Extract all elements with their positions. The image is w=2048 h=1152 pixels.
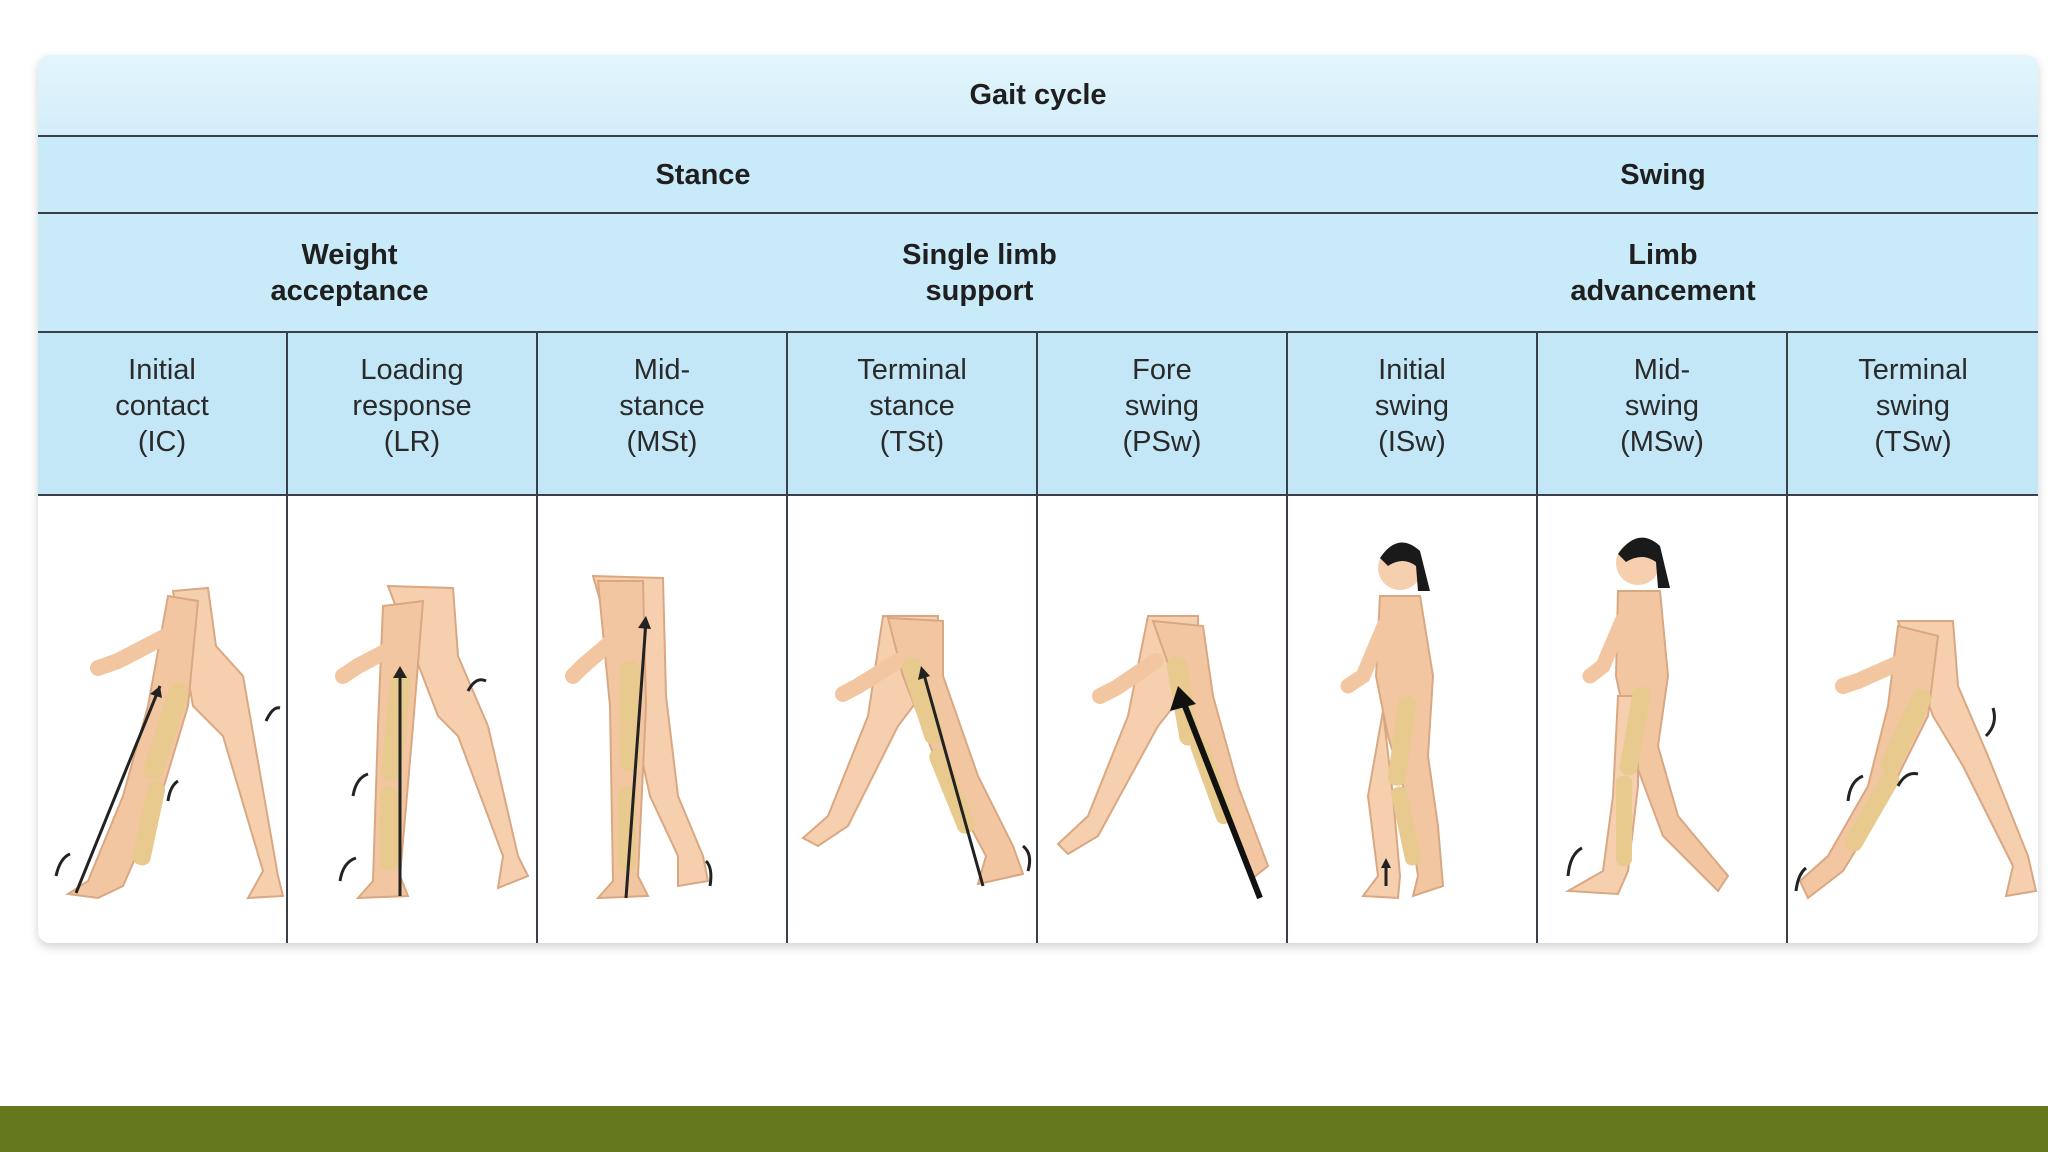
phase-terminal-stance: Terminal stance (TSt)	[788, 333, 1038, 494]
gait-cycle-title: Gait cycle	[969, 79, 1107, 111]
walking-leg-illustration	[1794, 620, 2038, 900]
phase-label: Loading response (LR)	[352, 353, 472, 458]
figure-fore-swing	[1038, 496, 1288, 943]
stance-label: Stance	[655, 158, 751, 191]
phase-label: Mid- swing (MSw)	[1620, 353, 1704, 458]
walking-leg-illustration	[801, 615, 1032, 887]
limb-advancement-label: Limb advancement	[1570, 238, 1756, 307]
title-row: Gait cycle	[38, 55, 2038, 137]
phase-initial-swing: Initial swing (ISw)	[1288, 333, 1538, 494]
single-limb-support-label: Single limb support	[902, 238, 1057, 307]
figure-terminal-swing	[1788, 496, 2038, 943]
phase-terminal-swing: Terminal swing (TSw)	[1788, 333, 2038, 494]
figure-mid-swing	[1538, 496, 1788, 943]
walking-leg-illustration	[335, 584, 530, 900]
figure-mid-stance	[538, 496, 788, 943]
walking-leg-illustration	[565, 574, 713, 900]
weight-acceptance-label: Weight acceptance	[270, 238, 429, 307]
phase-loading-response: Loading response (LR)	[288, 333, 538, 494]
phase-initial-contact: Initial contact (IC)	[38, 333, 288, 494]
phase-mid-swing: Mid- swing (MSw)	[1538, 333, 1788, 494]
walking-figure-illustration	[1564, 537, 1730, 896]
figure-terminal-stance	[788, 496, 1038, 943]
phase-row: Initial contact (IC) Loading response (L…	[38, 333, 2038, 496]
gait-cycle-table: Gait cycle Stance Swing Weight acceptanc…	[38, 55, 2038, 943]
phase-label: Initial swing (ISw)	[1374, 353, 1450, 458]
walking-leg-illustration	[1056, 615, 1270, 900]
group-row: Weight acceptance Single limb support Li…	[38, 214, 2038, 333]
figure-row	[38, 496, 2038, 943]
phase-label: Initial contact (IC)	[115, 353, 209, 458]
swing-label: Swing	[1620, 158, 1706, 191]
walking-figure-illustration	[1340, 542, 1445, 900]
phase-label: Mid- stance (MSt)	[619, 353, 705, 458]
footer-bar	[0, 1106, 2048, 1152]
phase-label: Fore swing (PSw)	[1122, 353, 1202, 458]
phase-label: Terminal swing (TSw)	[1858, 353, 1968, 458]
phase-label: Terminal stance (TSt)	[857, 353, 967, 458]
figure-initial-swing	[1288, 496, 1538, 943]
figure-initial-contact	[38, 496, 288, 943]
figure-loading-response	[288, 496, 538, 943]
phase-mid-stance: Mid- stance (MSt)	[538, 333, 788, 494]
phase-fore-swing: Fore swing (PSw)	[1038, 333, 1288, 494]
stance-swing-row: Stance Swing	[38, 137, 2038, 214]
walking-leg-illustration	[54, 586, 285, 900]
